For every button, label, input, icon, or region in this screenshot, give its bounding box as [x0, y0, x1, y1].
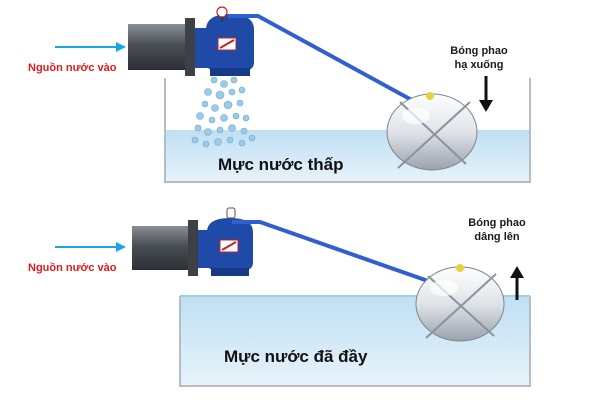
- float-ball-icon: [386, 92, 478, 171]
- water-spray: [191, 76, 256, 148]
- panel-low-water: Nguồn nước vào Bóng phao hạ xuống Mực nư…: [28, 6, 531, 183]
- inlet-pipe: [132, 220, 198, 276]
- float-label-line1: Bóng phao: [468, 217, 526, 229]
- panel-low-water-graphic: [55, 6, 531, 183]
- source-label: Nguồn nước vào: [28, 62, 117, 74]
- water-level-label: Mực nước đã đầy: [224, 347, 368, 366]
- arrow-right-icon: [55, 42, 126, 52]
- float-arm: [232, 220, 449, 290]
- source-label: Nguồn nước vào: [28, 262, 117, 274]
- float-label-line2: hạ xuống: [454, 59, 504, 71]
- arrow-right-icon: [55, 242, 126, 252]
- arrow-up-icon: [510, 266, 524, 300]
- float-ball-icon: [415, 264, 505, 342]
- inlet-pipe: [128, 18, 195, 76]
- panel-full-water-graphic: [55, 207, 531, 387]
- float-label: Bóng phao hạ xuống: [434, 44, 524, 72]
- panel-full-water: Nguồn nước vào Bóng phao dâng lên Mực nư…: [0, 200, 600, 400]
- float-label-line1: Bóng phao: [450, 45, 508, 57]
- float-label-line2: dâng lên: [474, 231, 520, 243]
- arrow-down-icon: [479, 76, 493, 112]
- water-level-label: Mực nước thấp: [218, 155, 344, 174]
- float-label: Bóng phao dâng lên: [452, 216, 542, 244]
- float-valve-icon: [198, 207, 253, 276]
- float-valve-icon: [195, 6, 254, 76]
- float-arm: [228, 14, 431, 112]
